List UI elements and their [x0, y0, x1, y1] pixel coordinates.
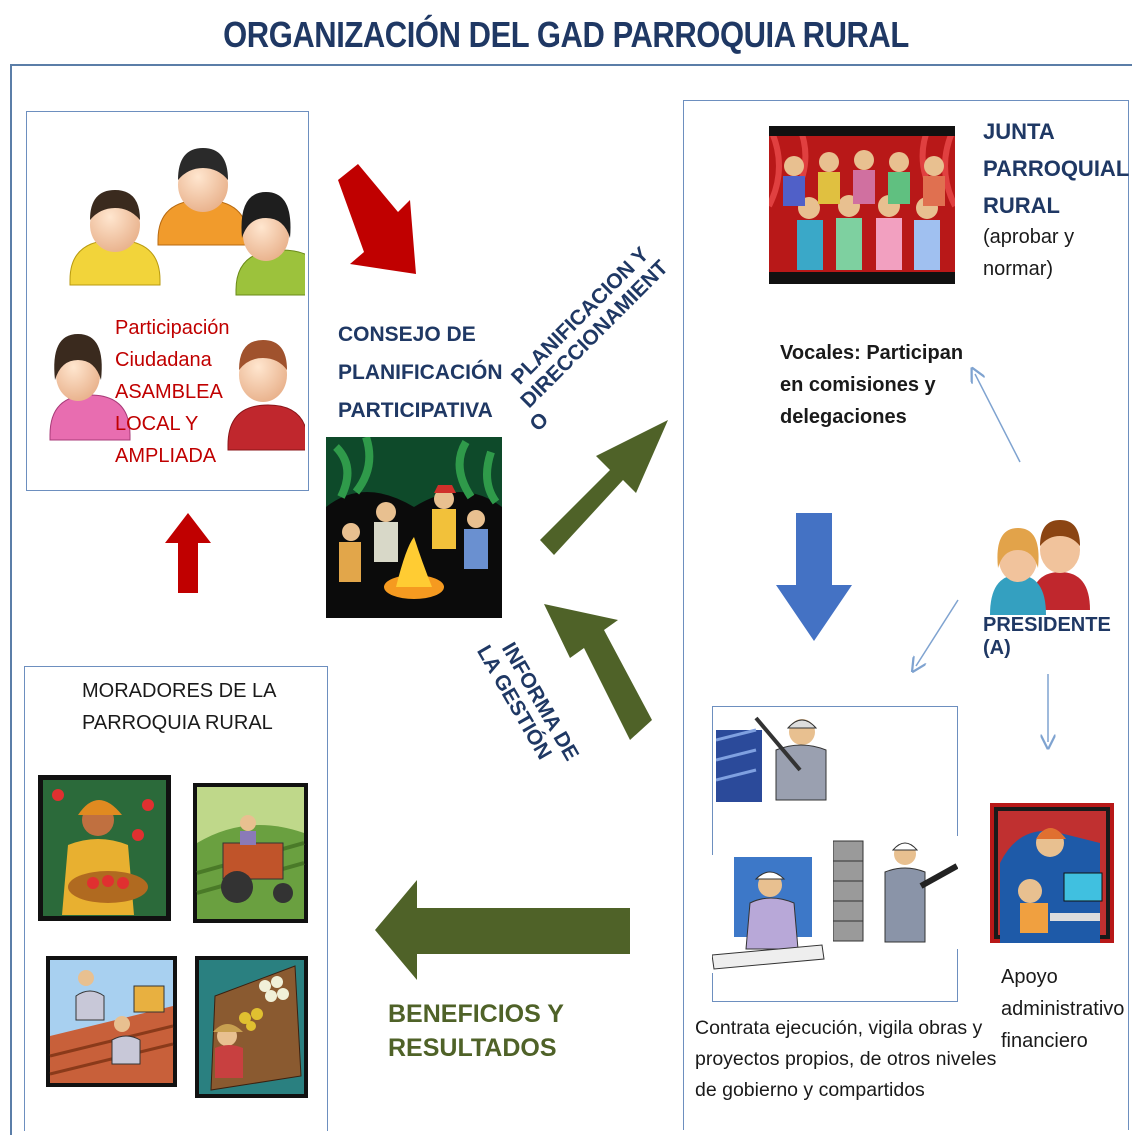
junta-subtitle: (aprobar y normar) — [983, 221, 1074, 285]
citizen-line-3: ASAMBLEA — [115, 381, 223, 403]
vegetable-boat-image — [195, 956, 308, 1098]
person-icon-pink — [49, 334, 131, 441]
admin-office-image — [990, 803, 1114, 943]
vocales-line-3: delegaciones — [780, 406, 907, 428]
worker-crowbar-image — [716, 710, 844, 802]
person-icon-yellow — [69, 190, 161, 286]
blue-down-arrow — [776, 513, 852, 641]
junta-council-image — [769, 126, 955, 284]
residents-title: MORADORES DE LA PARROQUIA RURAL — [82, 675, 276, 739]
citizen-line-4: LOCAL Y — [115, 413, 199, 435]
roof-workers-image — [46, 956, 177, 1087]
person-icon-green — [235, 192, 305, 296]
citizen-line-2: Ciudadana — [115, 349, 212, 371]
arrow-to-vocales — [975, 374, 1021, 463]
council-line-1: CONSEJO DE — [338, 323, 476, 346]
junta-line-3: RURAL — [983, 193, 1060, 218]
junta-line-2: PARROQUIAL — [983, 156, 1130, 181]
red-up-arrow — [165, 513, 211, 593]
thin-arrows — [900, 360, 1070, 760]
citizen-participation-text: Participación Ciudadana ASAMBLEA LOCAL Y… — [115, 312, 235, 472]
green-arrow-planning — [540, 420, 668, 555]
residents-line-2: PARROQUIA RURAL — [82, 712, 273, 734]
president-icons — [990, 520, 1090, 615]
junta-subtitle-line-2: normar) — [983, 258, 1054, 280]
citizen-person-icons — [49, 148, 305, 451]
green-arrow-report — [544, 604, 652, 740]
works-caption: Contrata ejecución, vigila obras y proye… — [695, 1013, 996, 1106]
farmer-tractor-image — [193, 783, 308, 923]
benefits-line-1: BENEFICIOS Y — [388, 1000, 564, 1028]
admin-line-3: financiero — [1001, 1030, 1088, 1052]
admin-line-1: Apoyo — [1001, 966, 1058, 988]
president-label: PRESIDENTE (A) — [983, 614, 1111, 659]
green-arrow-benefits — [375, 880, 630, 980]
red-diagonal-arrow — [338, 164, 416, 274]
junta-subtitle-line-1: (aprobar y — [983, 226, 1075, 248]
council-line-3: PARTICIPATIVA — [338, 399, 493, 422]
works-line-3: de gobierno y compartidos — [695, 1079, 925, 1101]
residents-line-1: MORADORES DE LA — [82, 680, 277, 702]
admin-caption: Apoyo administrativo financiero — [1001, 961, 1124, 1057]
worker-saw-image — [712, 855, 827, 973]
junta-line-1: JUNTA — [983, 119, 1055, 144]
council-campfire-image — [326, 437, 502, 618]
council-line-2: PLANIFICACIÓN — [338, 361, 503, 384]
worker-drill-image — [833, 836, 958, 949]
diagram-frame — [10, 64, 1132, 1135]
page-title: ORGANIZACIÓN DEL GAD PARROQUIA RURAL — [223, 14, 909, 55]
works-line-1: Contrata ejecución, vigila obras y — [695, 1017, 983, 1039]
arrow-to-works — [916, 599, 959, 666]
council-title: CONSEJO DE PLANIFICACIÓN PARTICIPATIVA — [338, 316, 508, 430]
citizen-line-5: AMPLIADA — [115, 445, 217, 467]
benefits-line-2: RESULTADOS — [388, 1034, 557, 1062]
person-icon-orange — [157, 148, 249, 246]
farmer-fruit-image — [38, 775, 171, 921]
vocales-line-1: Vocales: Participan — [780, 342, 964, 364]
vocales-line-2: en comisiones y — [780, 374, 936, 396]
junta-title: JUNTA PARROQUIAL RURAL — [983, 113, 1129, 224]
admin-line-2: administrativo — [1001, 998, 1125, 1020]
citizen-line-1: Participación — [115, 317, 230, 339]
vocales-text: Vocales: Participan en comisiones y dele… — [780, 337, 963, 433]
benefits-label: BENEFICIOS Y RESULTADOS — [388, 997, 564, 1065]
works-line-2: proyectos propios, de otros niveles — [695, 1048, 997, 1070]
person-icon-red — [227, 340, 305, 451]
